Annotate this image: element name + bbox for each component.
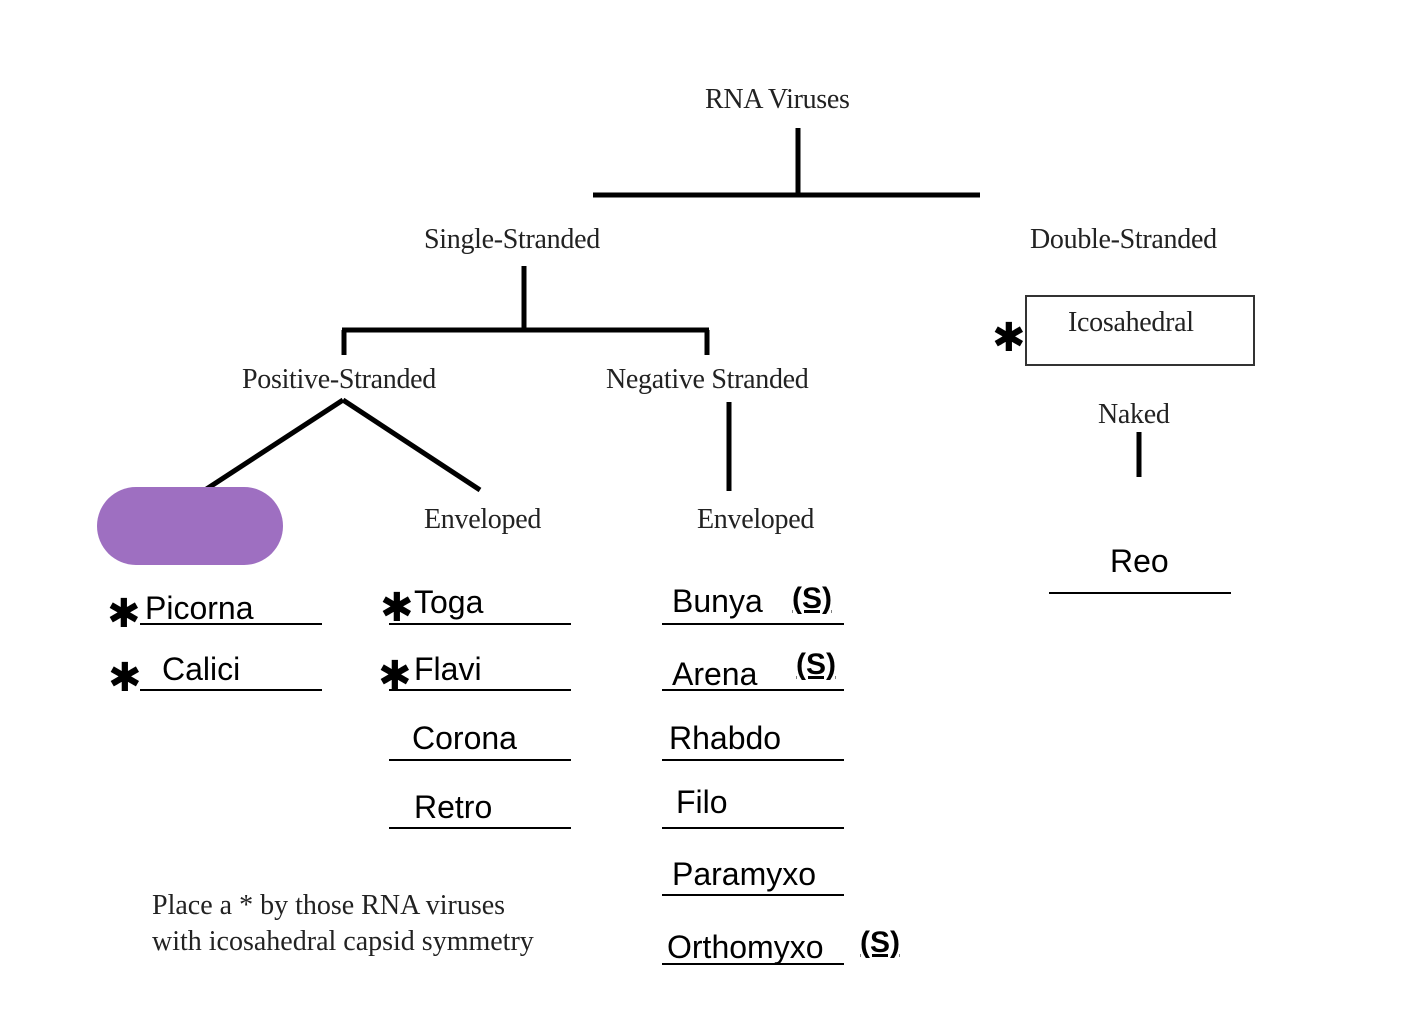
reo-underline bbox=[1049, 592, 1231, 594]
double-stranded-label: Double-Stranded bbox=[1030, 224, 1217, 255]
bunya-item: Bunya bbox=[672, 583, 763, 619]
positive-stranded-label: Positive-Stranded bbox=[242, 364, 436, 395]
arena-underline bbox=[662, 689, 844, 691]
paramyxo-underline bbox=[662, 894, 844, 896]
picorna-item: Picorna bbox=[145, 590, 254, 626]
positive-right-branch bbox=[341, 397, 482, 493]
negative-enveloped-label: Enveloped bbox=[697, 504, 815, 535]
retro-item: Retro bbox=[414, 789, 493, 825]
segmented-flag: (S) bbox=[792, 582, 832, 615]
icosahedral-box: Icosahedral bbox=[1025, 295, 1255, 366]
paramyxo-item: Paramyxo bbox=[672, 856, 817, 892]
rhabdo-underline bbox=[662, 759, 844, 761]
calici-underline bbox=[140, 689, 322, 691]
arena-item: Arena bbox=[672, 656, 758, 692]
calici-item: Calici bbox=[162, 651, 241, 687]
toga-underline bbox=[389, 623, 571, 625]
filo-underline bbox=[662, 827, 844, 829]
instruction-line-1: Place a * by those RNA viruses bbox=[152, 890, 506, 921]
corona-underline bbox=[389, 759, 571, 761]
instruction-line-2: with icosahedral capsid symmetry bbox=[152, 926, 534, 957]
asterisk-icon: ✱ bbox=[380, 585, 414, 631]
instruction-note: Place a * by those RNA viruses with icos… bbox=[152, 888, 534, 960]
naked-label: Naked bbox=[1098, 399, 1170, 430]
filo-item: Filo bbox=[676, 784, 728, 820]
picorna-underline bbox=[140, 623, 322, 625]
negative-stranded-label: Negative Stranded bbox=[606, 364, 809, 395]
orthomyxo-underline bbox=[662, 963, 844, 965]
bunya-underline bbox=[662, 623, 844, 625]
asterisk-icon: ✱ bbox=[992, 315, 1026, 361]
orthomyxo-item: Orthomyxo bbox=[667, 929, 824, 965]
single-stranded-label: Single-Stranded bbox=[424, 224, 600, 255]
asterisk-icon: ✱ bbox=[107, 591, 141, 637]
retro-underline bbox=[389, 827, 571, 829]
root-label: RNA Viruses bbox=[705, 84, 850, 115]
rhabdo-item: Rhabdo bbox=[669, 720, 782, 756]
highlight-blob bbox=[97, 487, 283, 565]
positive-left-branch bbox=[203, 397, 345, 493]
asterisk-icon: ✱ bbox=[108, 655, 142, 701]
toga-item: Toga bbox=[414, 584, 484, 620]
corona-item: Corona bbox=[412, 720, 517, 756]
flavi-item: Flavi bbox=[414, 651, 482, 687]
icosahedral-label: Icosahedral bbox=[1068, 307, 1194, 338]
flavi-underline bbox=[389, 689, 571, 691]
segmented-flag: (S) bbox=[796, 648, 836, 681]
segmented-flag: (S) bbox=[860, 926, 900, 959]
reo-item: Reo bbox=[1110, 543, 1169, 579]
positive-enveloped-label: Enveloped bbox=[424, 504, 542, 535]
